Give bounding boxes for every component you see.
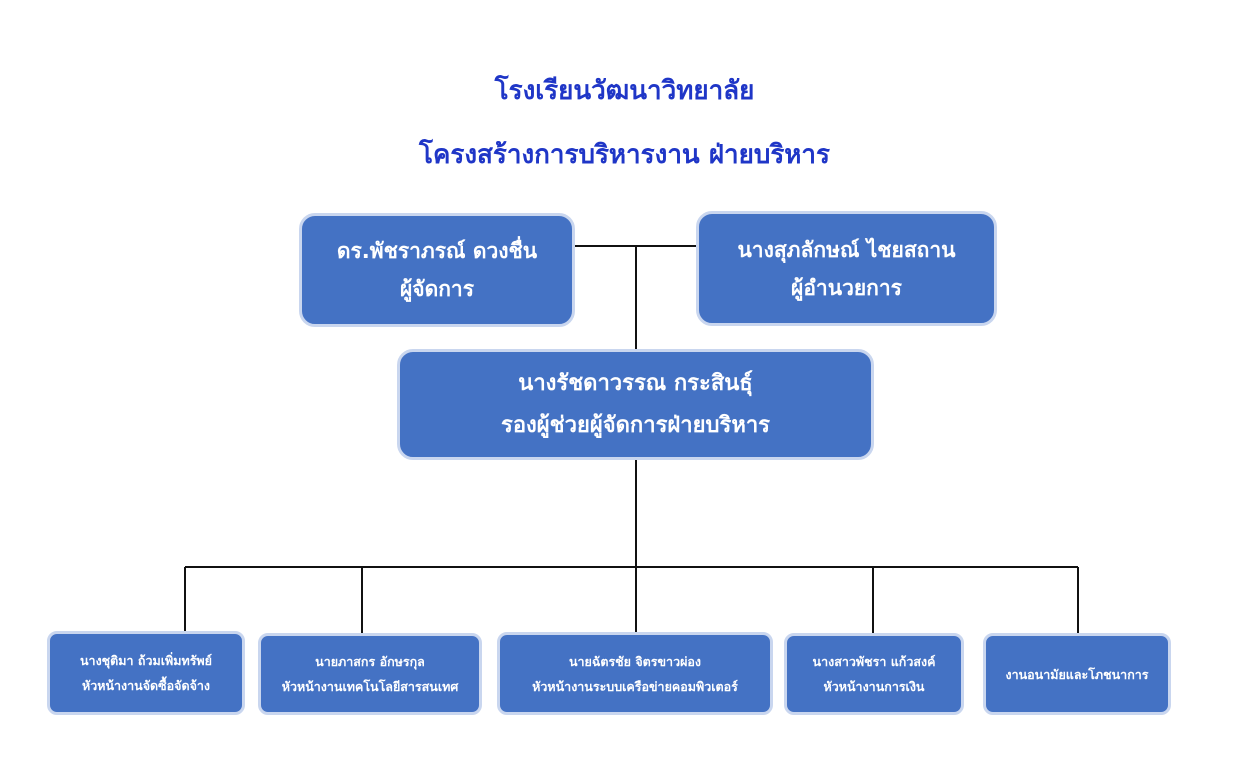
manager-position: ผู้จัดการ: [399, 277, 475, 301]
director-name: นางสุภลักษณ์ ไชยสถาน: [737, 237, 956, 262]
subordinate-position: หัวหน้างานเทคโนโลยีสารสนเทศ: [281, 679, 459, 694]
manager-name: ดร.พัชราภรณ์ ดวงชื่น: [336, 239, 538, 263]
subordinate-name: นายฉัตรชัย จิตรขาวผ่อง: [568, 653, 702, 669]
subordinate-name: นายภาสกร อักษรกุล: [315, 654, 425, 669]
subordinate-node-finance: นางสาวพัชรา แก้วสงค์ หัวหน้างานการเงิน: [784, 633, 964, 715]
school-name: โรงเรียนวัฒนาวิทยาลัย: [494, 76, 755, 106]
subordinate-name: นางชุติมา ถ้วมเพิ่มทรัพย์: [80, 653, 212, 668]
subordinate-position: หัวหน้างานระบบเครือข่ายคอมพิวเตอร์: [532, 678, 738, 694]
subordinate-node-health-nutrition: งานอนามัยและโภชนาการ: [983, 633, 1171, 715]
director-position: ผู้อำนวยการ: [791, 275, 902, 300]
deputy-node: นางรัชดาวรรณ กระสินธุ์ รองผู้ช่วยผู้จัดก…: [397, 349, 874, 460]
structure-title: โครงสร้างการบริหารงาน ฝ่ายบริหาร: [419, 140, 830, 170]
manager-node: ดร.พัชราภรณ์ ดวงชื่น ผู้จัดการ: [299, 213, 575, 327]
subordinate-node-it: นายภาสกร อักษรกุล หัวหน้างานเทคโนโลยีสาร…: [258, 633, 482, 715]
deputy-position: รองผู้ช่วยผู้จัดการฝ่ายบริหาร: [501, 412, 770, 438]
deputy-name: นางรัชดาวรรณ กระสินธุ์: [518, 370, 753, 396]
director-node: นางสุภลักษณ์ ไชยสถาน ผู้อำนวยการ: [696, 211, 997, 326]
subordinate-position: หัวหน้างานการเงิน: [823, 679, 925, 694]
subordinate-node-procurement: นางชุติมา ถ้วมเพิ่มทรัพย์ หัวหน้างานจัดซ…: [47, 631, 245, 715]
subordinate-position: งานอนามัยและโภชนาการ: [1005, 666, 1149, 682]
subordinate-node-network: นายฉัตรชัย จิตรขาวผ่อง หัวหน้างานระบบเคร…: [497, 632, 773, 715]
subordinate-name: นางสาวพัชรา แก้วสงค์: [812, 654, 936, 669]
subordinate-position: หัวหน้างานจัดซื้อจัดจ้าง: [81, 678, 211, 693]
